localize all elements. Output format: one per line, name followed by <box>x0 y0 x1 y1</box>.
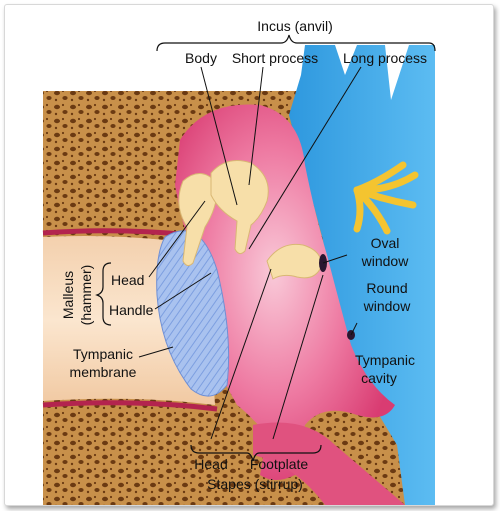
eustachian-tube <box>253 422 405 505</box>
ear-canal-lining-bottom <box>42 400 218 412</box>
label-malleus-line2: (hammer) <box>78 265 94 326</box>
leader-lines <box>138 66 362 440</box>
incus-bone <box>210 160 269 255</box>
label-round-window-line1: Round <box>366 280 407 296</box>
label-long-process: Long process <box>343 50 427 66</box>
inner-ear-vestibule <box>289 45 435 505</box>
label-incus: Incus (anvil) <box>257 18 332 34</box>
label-malleus-handle: Handle <box>109 302 154 318</box>
label-footplate: Footplate <box>250 456 309 472</box>
malleus-brace <box>95 262 112 326</box>
label-tympanic-cavity-line2: cavity <box>361 370 397 386</box>
vestibular-nerve <box>353 161 419 235</box>
label-tympanic-membrane-line1: Tympanic <box>73 346 133 362</box>
stapes-brace <box>190 444 322 462</box>
label-short-process: Short process <box>232 50 318 66</box>
label-tympanic-membrane-line2: membrane <box>70 364 137 380</box>
label-body: Body <box>185 50 217 66</box>
middle-ear-diagram: Incus (anvil) Body Short process Long pr… <box>42 18 436 505</box>
diagram-frame: Incus (anvil) Body Short process Long pr… <box>4 4 494 506</box>
tympanic-membrane-shape <box>156 230 230 397</box>
label-tympanic-cavity-line1: Tympanic <box>355 352 415 368</box>
label-oval-window-line2: window <box>361 253 410 269</box>
malleus-bone <box>178 173 218 267</box>
incus-brace <box>156 34 436 52</box>
label-stapes: Stapes (stirrup) <box>207 476 303 492</box>
label-oval-window-line1: Oval <box>371 235 400 251</box>
label-malleus-line1: Malleus <box>60 271 76 319</box>
label-malleus-head: Head <box>111 272 144 288</box>
label-stapes-head: Head <box>194 456 227 472</box>
label-round-window-line2: window <box>363 298 412 314</box>
